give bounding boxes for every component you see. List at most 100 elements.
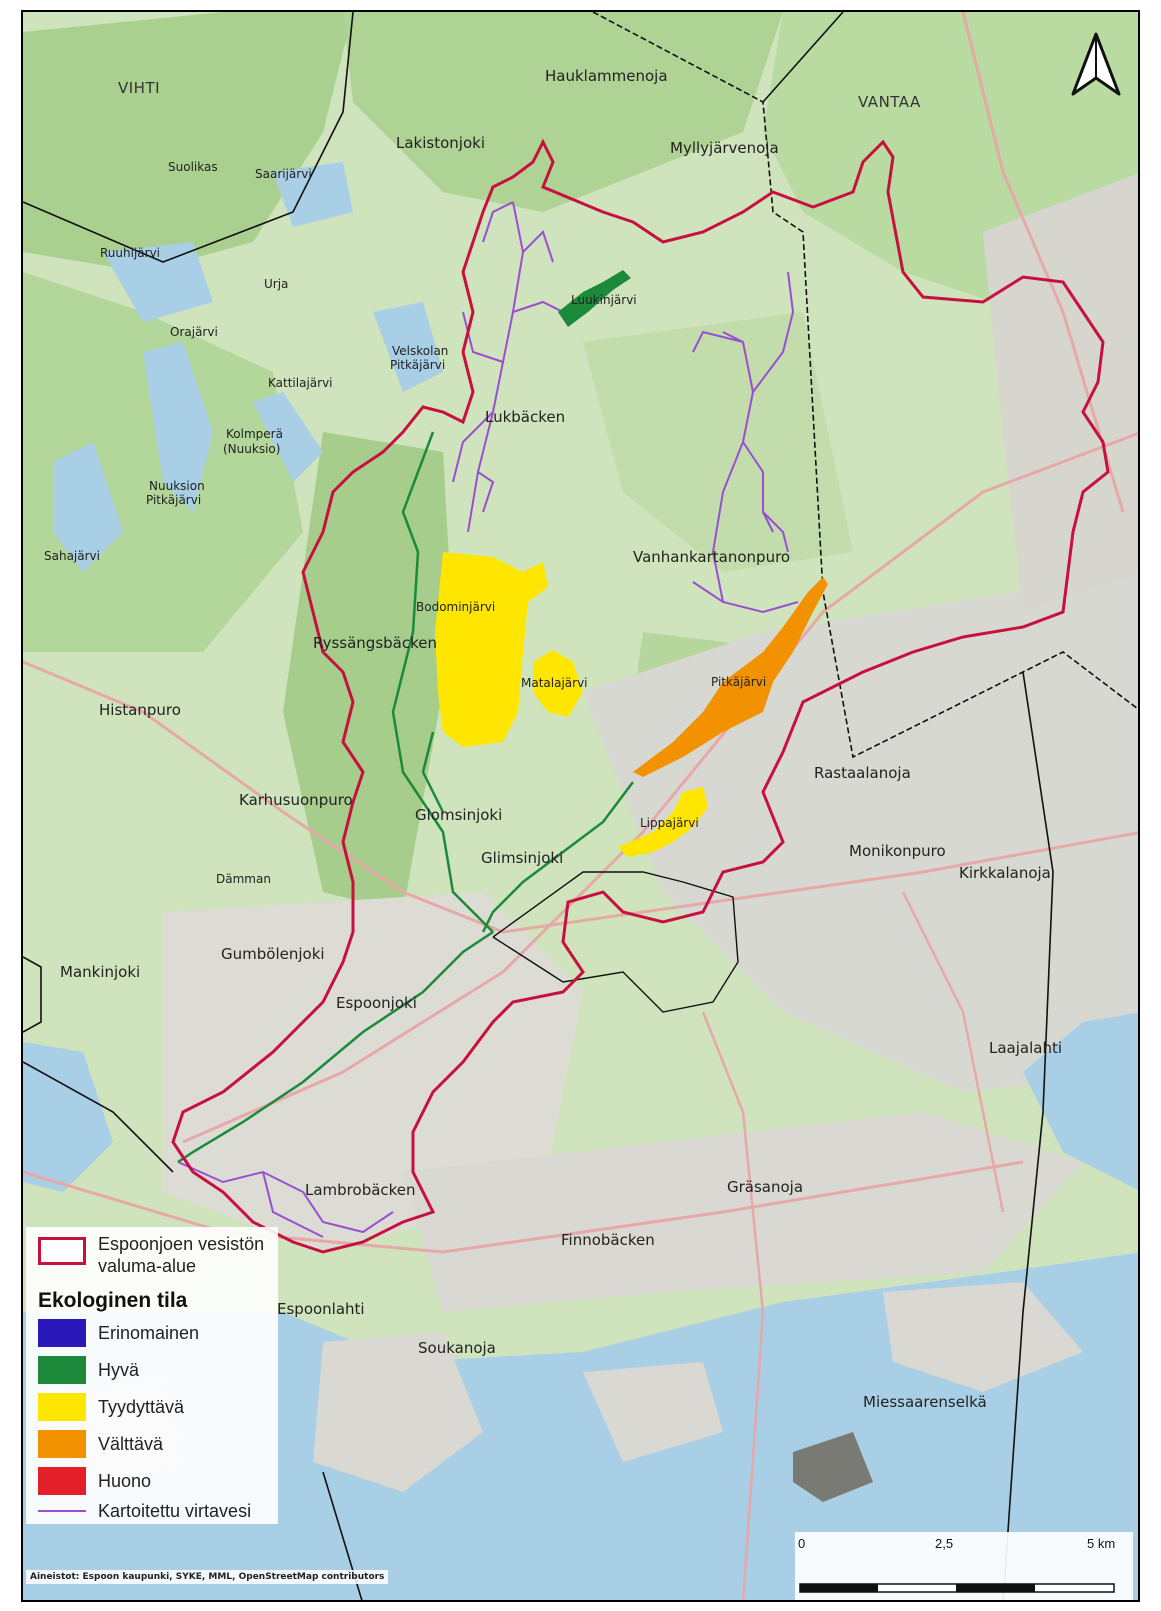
place-label: Karhusuonpuro bbox=[239, 791, 353, 809]
luukinjarvi-lake bbox=[558, 270, 631, 327]
place-label: Luukinjärvi bbox=[571, 293, 637, 307]
place-label: Ryssängsbäcken bbox=[313, 634, 437, 652]
road bbox=[182, 431, 1138, 1144]
place-label: Urja bbox=[264, 277, 289, 291]
forest-area bbox=[23, 12, 353, 272]
place-label: Myllyjärvenoja bbox=[670, 139, 779, 157]
island bbox=[313, 1332, 483, 1492]
lake bbox=[53, 442, 123, 572]
forest-area bbox=[583, 312, 853, 572]
place-label: Gumbölenjoki bbox=[221, 945, 325, 963]
place-label: Velskolan bbox=[392, 344, 449, 358]
scale-bar: 0 2,5 5 km bbox=[795, 1532, 1133, 1600]
place-label: Lukbäcken bbox=[485, 408, 566, 426]
road bbox=[23, 660, 1138, 934]
forest-area bbox=[283, 432, 453, 912]
place-label: Nuuksion bbox=[149, 479, 205, 493]
place-label: Miessaarenselkä bbox=[863, 1393, 987, 1411]
mapped-streams bbox=[177, 201, 799, 1238]
municipal-boundary bbox=[592, 12, 1138, 759]
urban-area bbox=[163, 892, 583, 1252]
map-legend: Espoonjoen vesistön valuma-alue Ekologin… bbox=[26, 1227, 278, 1524]
municipal-boundary bbox=[23, 956, 42, 1033]
island bbox=[883, 1282, 1083, 1392]
place-label: Mankinjoki bbox=[60, 963, 141, 981]
place-label: Laajalahti bbox=[989, 1039, 1063, 1057]
legend-item: Kartoitettu virtavesi bbox=[38, 1497, 251, 1525]
place-label: Kirkkalanoja bbox=[959, 864, 1051, 882]
north-arrow-icon bbox=[1071, 32, 1121, 96]
municipality-label: VIHTI bbox=[118, 79, 161, 97]
place-label: Vanhankartanonpuro bbox=[633, 548, 791, 566]
scale-bar-graphic bbox=[799, 1583, 1115, 1593]
place-label: Orajärvi bbox=[170, 325, 218, 339]
legend-item: Hyvä bbox=[38, 1356, 139, 1384]
urban-area bbox=[983, 173, 1138, 612]
legend-label: valuma-alue bbox=[98, 1256, 197, 1276]
place-label: Saarijärvi bbox=[255, 167, 312, 181]
place-label: Bodominjärvi bbox=[416, 600, 496, 614]
legend-item: Välttävä bbox=[38, 1430, 163, 1458]
scale-tick-label: 2,5 bbox=[935, 1536, 954, 1551]
legend-label: Kartoitettu virtavesi bbox=[98, 1500, 252, 1521]
valttava-swatch bbox=[38, 1430, 86, 1458]
municipality-label: VANTAA bbox=[858, 93, 921, 111]
forest-area bbox=[343, 12, 783, 212]
place-label: Monikonpuro bbox=[849, 842, 946, 860]
legend-label: Espoonjoen vesistön bbox=[98, 1234, 265, 1254]
road bbox=[23, 1160, 1024, 1254]
place-label: Ruuhijärvi bbox=[100, 246, 161, 260]
place-label: Rastaalanoja bbox=[814, 764, 911, 782]
tyydyttava-swatch bbox=[38, 1393, 86, 1421]
legend-item: Erinomainen bbox=[38, 1319, 199, 1347]
place-label: Pitkäjärvi bbox=[390, 358, 446, 372]
municipal-boundary bbox=[1002, 671, 1054, 1600]
municipal-boundary bbox=[762, 12, 844, 103]
legend-item: Tyydyttävä bbox=[38, 1393, 184, 1421]
place-label: Glomsinjoki bbox=[415, 806, 503, 824]
matalajarvi-lake bbox=[533, 650, 583, 717]
watershed-swatch bbox=[38, 1237, 86, 1265]
lake bbox=[143, 342, 213, 512]
watershed-boundary bbox=[171, 138, 1110, 1254]
legend-label: Hyvä bbox=[98, 1359, 140, 1380]
place-label: Soukanoja bbox=[418, 1339, 496, 1357]
lake bbox=[103, 242, 213, 322]
legend-item-watershed: Espoonjoen vesistön valuma-alue bbox=[38, 1234, 264, 1277]
map-frame[interactable]: VIHTI VANTAA Hauklammenoja Lakistonjoki … bbox=[21, 10, 1140, 1602]
bodominjarvi-lake bbox=[435, 552, 548, 747]
erinomainen-swatch bbox=[38, 1319, 86, 1347]
place-label: Matalajärvi bbox=[521, 676, 588, 690]
municipal-boundary bbox=[492, 871, 739, 1013]
road bbox=[701, 1011, 765, 1600]
place-label: Pitkäjärvi bbox=[711, 675, 767, 689]
scale-tick-label: 5 km bbox=[1087, 1536, 1116, 1551]
map-canvas[interactable] bbox=[23, 12, 1140, 1602]
legend-label: Tyydyttävä bbox=[98, 1396, 185, 1417]
lake bbox=[253, 392, 323, 482]
place-label: Dämman bbox=[216, 872, 271, 886]
island bbox=[793, 1432, 873, 1502]
place-label: Gräsanoja bbox=[727, 1178, 804, 1196]
sea bbox=[23, 1252, 1138, 1600]
place-label: Espoonjoki bbox=[336, 994, 417, 1012]
lippajarvi-lake bbox=[618, 787, 708, 857]
data-credits: Aineistot: Espoon kaupunki, SYKE, MML, O… bbox=[26, 1570, 389, 1584]
place-label: Sahajärvi bbox=[44, 549, 100, 563]
legend-item: Huono bbox=[38, 1467, 151, 1495]
place-label: Histanpuro bbox=[99, 701, 181, 719]
place-label: Hauklammenoja bbox=[545, 67, 668, 85]
island bbox=[583, 1362, 723, 1462]
place-label: Glimsinjoki bbox=[481, 849, 564, 867]
place-label: Lakistonjoki bbox=[396, 134, 485, 152]
lake bbox=[373, 302, 443, 392]
hyva-swatch bbox=[38, 1356, 86, 1384]
place-label: Kolmperä bbox=[226, 427, 283, 441]
place-label: Lippajärvi bbox=[640, 816, 699, 830]
legend-label: Huono bbox=[98, 1470, 152, 1491]
road bbox=[901, 891, 1005, 1213]
road bbox=[961, 12, 1125, 513]
urban-area bbox=[403, 1112, 1083, 1312]
municipal-boundary bbox=[23, 12, 354, 263]
place-label: Lambrobäcken bbox=[305, 1181, 416, 1199]
